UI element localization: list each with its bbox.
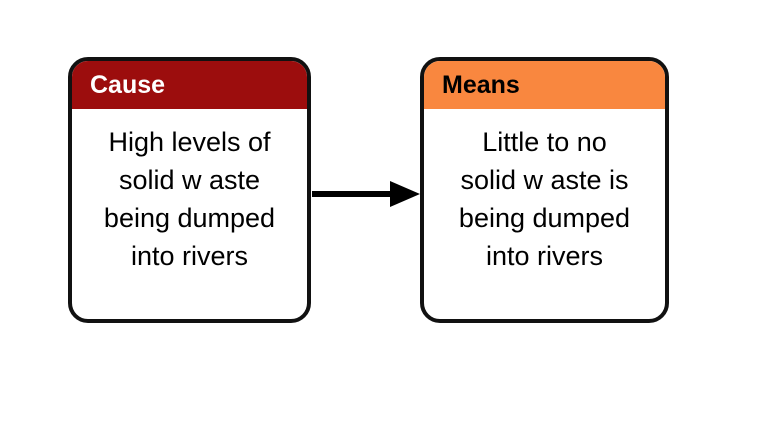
node-cause-body: High levels of solid w aste being dumped… — [72, 109, 307, 319]
node-cause-body-line-4: into rivers — [130, 241, 249, 271]
node-means-body-line-1: Little to no — [482, 127, 607, 157]
node-cause[interactable]: Cause High levels of solid w aste being … — [68, 57, 311, 323]
node-means-body-line-4: into rivers — [485, 241, 604, 271]
node-cause-body-line-1: High levels of — [108, 127, 271, 157]
arrow-right-icon — [312, 181, 420, 207]
node-means-header: Means — [424, 61, 665, 109]
node-means[interactable]: Means Little to no solid w aste is being… — [420, 57, 669, 323]
node-cause-body-line-3: being dumped — [103, 203, 276, 233]
node-means-body: Little to no solid w aste is being dumpe… — [424, 109, 665, 319]
node-cause-header-label: Cause — [90, 70, 166, 99]
node-cause-header: Cause — [72, 61, 307, 109]
node-cause-body-line-2: solid w aste — [118, 165, 261, 195]
node-means-body-line-2: solid w aste is — [460, 165, 629, 195]
node-means-body-line-3: being dumped — [458, 203, 631, 233]
node-means-header-label: Means — [442, 70, 520, 99]
